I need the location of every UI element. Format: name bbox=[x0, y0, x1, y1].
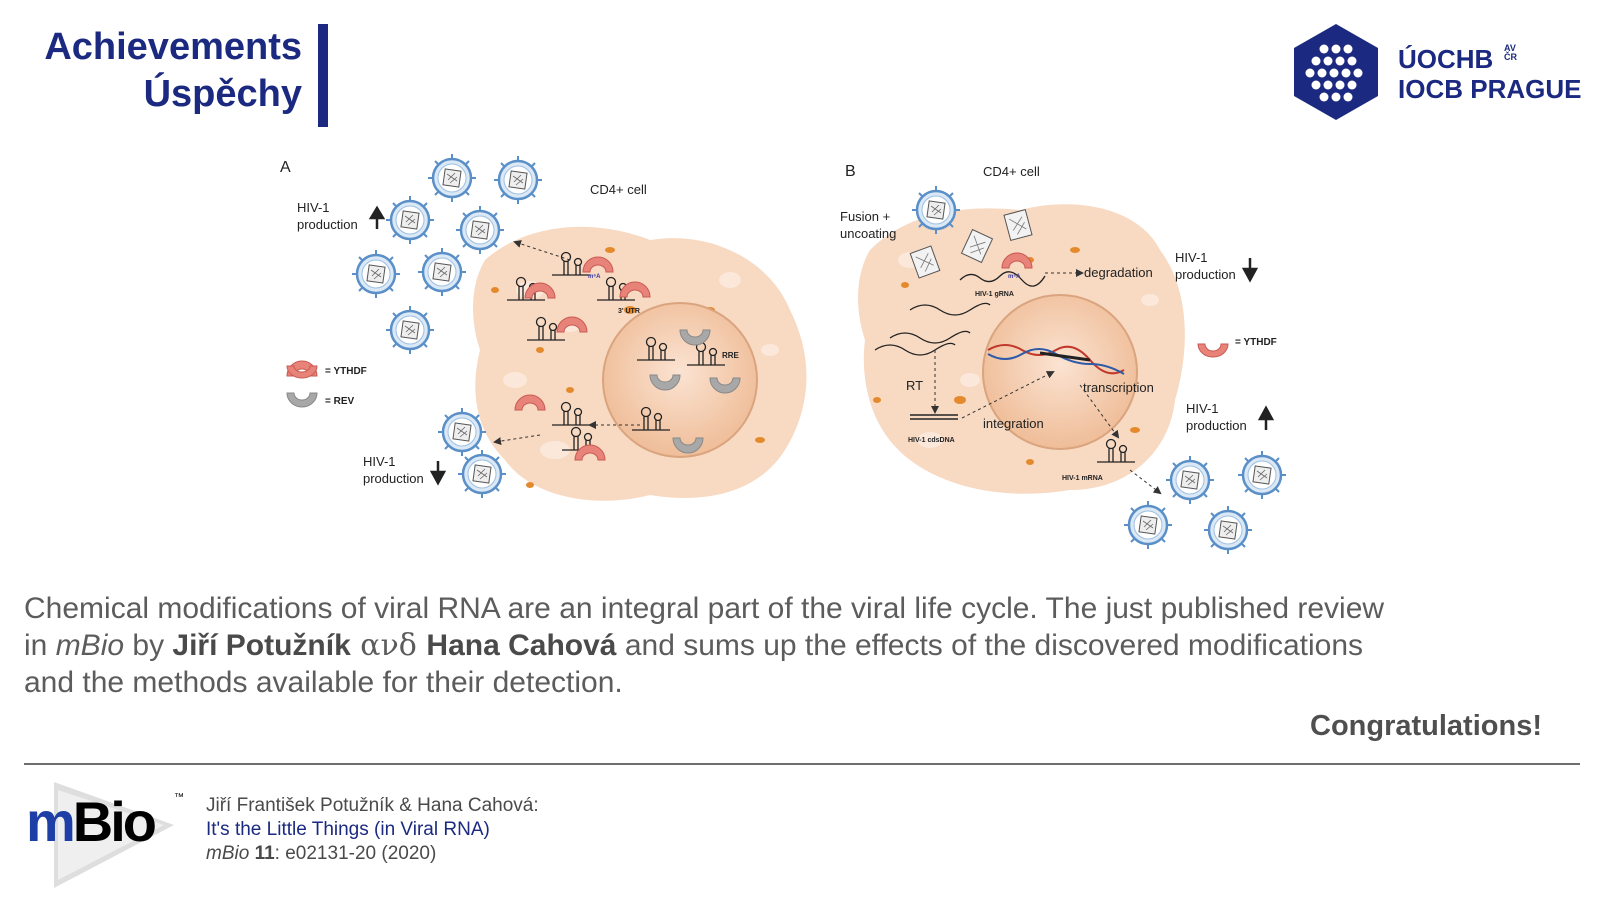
footer-divider bbox=[24, 763, 1580, 765]
logo-line-english: IOCB PRAGUE bbox=[1398, 74, 1582, 104]
panel-a-down-label-1: HIV-1 bbox=[363, 454, 396, 469]
arrow-up-icon bbox=[368, 205, 386, 229]
citation-title[interactable]: It's the Little Things (in Viral RNA) bbox=[206, 819, 490, 840]
caption-journal: mBio bbox=[55, 629, 125, 662]
panel-a: A CD4+ cell bbox=[280, 152, 807, 501]
caption-author-2: Hana Cahová bbox=[426, 629, 617, 662]
panel-b-integration: integration bbox=[983, 416, 1044, 431]
iocb-logo[interactable]: ÚOCHB IOCB PRAGUE AV ČR bbox=[1286, 22, 1586, 132]
panel-a-rre-label: RRE bbox=[722, 351, 740, 360]
panel-b-down-label-1: HIV-1 bbox=[1175, 250, 1208, 265]
panel-b-mrna: HIV-1 mRNA bbox=[1062, 475, 1103, 482]
avcr-top: AV bbox=[1504, 43, 1516, 53]
page-title: Achievements Úspěchy bbox=[20, 24, 302, 118]
arrow-down-icon bbox=[429, 461, 447, 486]
caption-author-1: Jiří Potužník bbox=[172, 629, 351, 662]
panel-b-fusion-2: uncoating bbox=[840, 226, 896, 241]
panel-b-rt-label: RT bbox=[906, 378, 923, 393]
panel-a-up-label-2: production bbox=[297, 217, 358, 232]
caption-rest: and sums up the effects of the discovere… bbox=[616, 629, 1364, 662]
mbio-logo[interactable]: mBio ™ bbox=[24, 780, 194, 890]
panel-a-up-label-1: HIV-1 bbox=[297, 200, 330, 215]
panel-b-up-label-2: production bbox=[1186, 418, 1247, 433]
panel-a-legend-ythdf: = YTHDF bbox=[325, 366, 367, 377]
hexagon-dot-grid-icon bbox=[1294, 24, 1378, 120]
logo-avcr-mark: AV ČR bbox=[1504, 44, 1517, 62]
panel-a-mod-label: m⁶A bbox=[588, 274, 601, 280]
caption-in: in bbox=[24, 629, 56, 662]
caption-line-3: and the methods available for their dete… bbox=[24, 666, 623, 699]
citation-pages: : e02131-20 (2020) bbox=[274, 843, 437, 864]
panel-b-fusion-1: Fusion + bbox=[840, 209, 890, 224]
panel-b-grna-label: HIV-1 gRNA bbox=[975, 291, 1014, 298]
mbio-logo-text: mBio bbox=[26, 790, 157, 853]
logo-wordmark: ÚOCHB IOCB PRAGUE bbox=[1398, 44, 1581, 104]
title-accent-bar bbox=[318, 24, 328, 127]
panel-b-mod-label: m⁶A bbox=[1008, 274, 1021, 280]
panel-b-legend-ythdf: = YTHDF bbox=[1235, 337, 1277, 348]
mbio-tm: ™ bbox=[174, 792, 184, 803]
panel-a-letter: A bbox=[280, 159, 291, 176]
panel-b-degradation: degradation bbox=[1084, 265, 1153, 280]
panel-b-up-label-1: HIV-1 bbox=[1186, 401, 1219, 416]
panel-b-letter: B bbox=[845, 163, 856, 180]
caption-by: by bbox=[124, 629, 173, 662]
title-line-czech: Úspěchy bbox=[143, 73, 302, 115]
panel-a-utr-label: 3' UTR bbox=[618, 308, 640, 315]
panel-a-legend-rev: = REV bbox=[325, 396, 355, 407]
arrow-down-icon bbox=[1241, 258, 1259, 283]
avcr-bottom: ČR bbox=[1504, 52, 1517, 62]
caption-line-2: in mBio by Jiří Potužník ανδ Hana Cahová… bbox=[24, 627, 1564, 664]
arrow-up-icon bbox=[1257, 405, 1275, 430]
panel-b-transcription: transcription bbox=[1083, 380, 1154, 395]
citation-journal: mBio bbox=[206, 843, 250, 864]
citation-volume: 11 bbox=[254, 843, 275, 864]
panel-b-down-label-2: production bbox=[1175, 267, 1236, 282]
panel-b: B CD4+ cell m⁶A HIV-1 gRNA degradation bbox=[840, 163, 1288, 556]
citation-authors: Jiří František Potužník & Hana Cahová: bbox=[206, 795, 539, 816]
caption-and-greek: ανδ bbox=[350, 628, 427, 663]
citation-source: mBio 11: e02131-20 (2020) bbox=[206, 842, 539, 866]
citation: Jiří František Potužník & Hana Cahová: I… bbox=[206, 794, 539, 866]
caption: Chemical modifications of viral RNA are … bbox=[24, 590, 1564, 701]
logo-line-czech: ÚOCHB bbox=[1398, 44, 1494, 74]
panel-a-nucleus bbox=[602, 302, 758, 458]
play-triangle-icon bbox=[54, 782, 174, 888]
panel-b-cell-label: CD4+ cell bbox=[983, 164, 1040, 179]
congratulations-text: Congratulations! bbox=[1310, 710, 1542, 742]
hiv-m6a-figure: A CD4+ cell bbox=[280, 152, 1288, 556]
panel-a-down-label-2: production bbox=[363, 471, 424, 486]
title-line-english: Achievements bbox=[44, 26, 302, 68]
panel-a-cell-label: CD4+ cell bbox=[590, 182, 647, 197]
caption-line-1: Chemical modifications of viral RNA are … bbox=[24, 592, 1385, 625]
panel-b-cdsdna: HIV-1 cdsDNA bbox=[908, 437, 955, 444]
